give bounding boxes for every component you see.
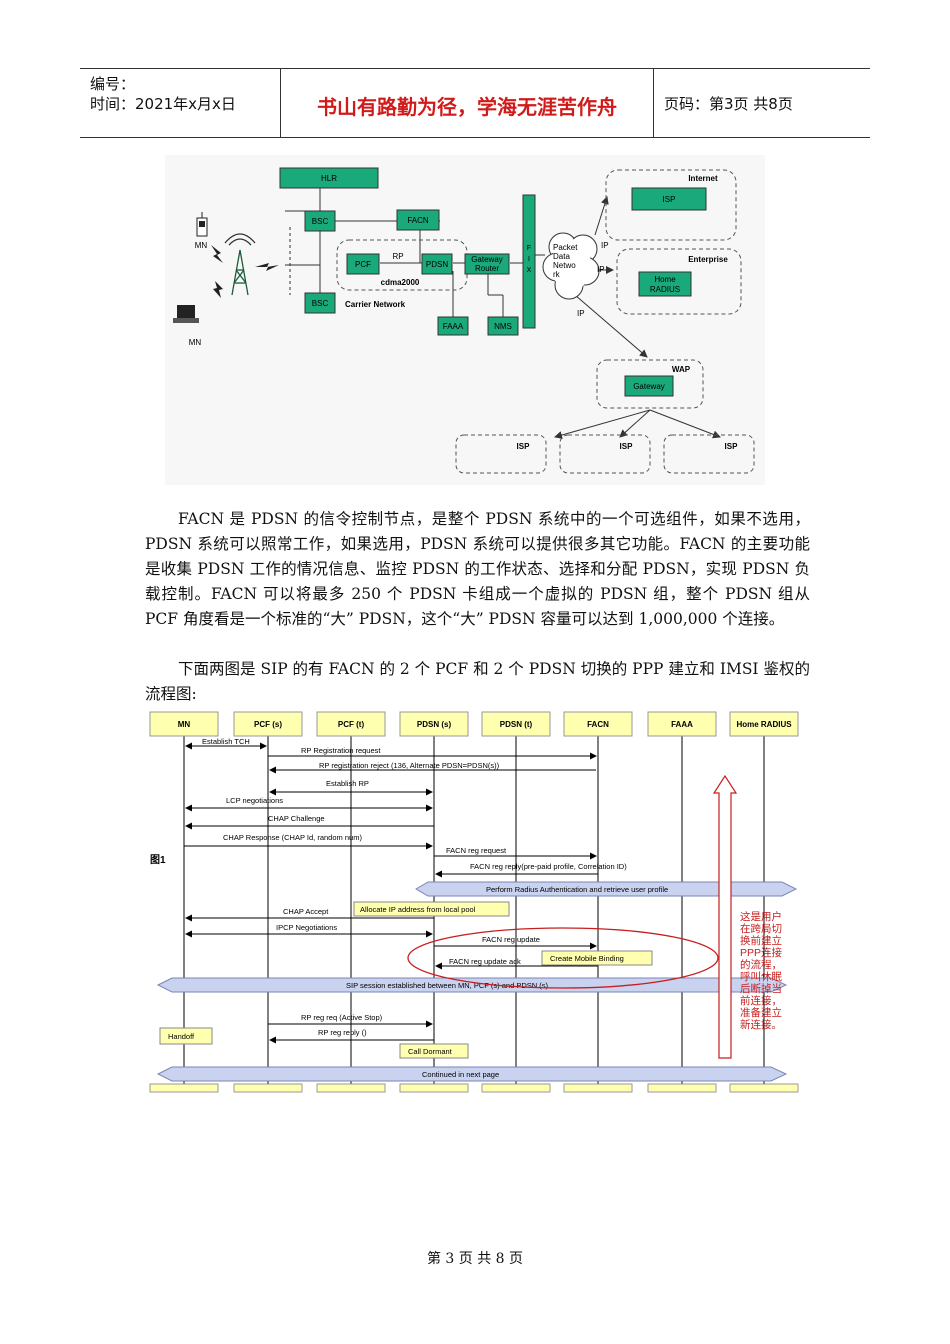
note-create-mobile-binding: Create Mobile Binding <box>550 954 624 963</box>
wap-label: WAP <box>672 365 691 374</box>
msg-sip-session: SIP session established between MN, PCF … <box>346 981 549 990</box>
msg-chap-accept: CHAP Accept <box>283 907 329 916</box>
note-line-10: 新连接。 <box>740 1018 782 1031</box>
note-line-2: 在跨局切 <box>740 923 782 935</box>
msg-rp-reg-reply: RP reg reply () <box>318 1028 367 1037</box>
internet-label: Internet <box>688 174 718 183</box>
nms-label: NMS <box>494 322 512 331</box>
isp-internet-label: ISP <box>663 195 676 204</box>
header-motto: 书山有路勤为径，学海无涯苦作舟 <box>281 91 653 120</box>
gateway-router-label-2: Router <box>475 264 499 273</box>
note-line-8: 前连接， <box>740 994 782 1007</box>
msg-facn-reg-reply: FACN reg reply(pre-paid profile, Correla… <box>470 862 627 871</box>
firewall-label: F <box>527 245 531 252</box>
note-line-5: 的流程， <box>740 958 782 971</box>
packet-network-label-3: Netwo <box>553 261 576 270</box>
carrier-network-label: Carrier Network <box>345 300 406 309</box>
isp-label-3: ISP <box>725 442 739 451</box>
hlr-label: HLR <box>321 174 337 183</box>
msg-facn-reg-update-ack: FACN reg update ack <box>449 957 521 966</box>
note-line-9: 准备建立 <box>740 1006 782 1019</box>
msg-continued: Continued in next page <box>422 1070 499 1079</box>
paragraph-flow-intro: 下面两图是 SIP 的有 FACN 的 2 个 PCF 和 2 个 PDSN 切… <box>145 657 810 707</box>
note-line-3: 换前建立 <box>740 934 782 947</box>
ip-label-2: IP <box>597 265 605 274</box>
note-handoff: Handoff <box>168 1032 195 1041</box>
msg-rp-registration-request: RP Registration request <box>301 746 381 755</box>
header-table: 编号： 时间：2021年x月x日 书山有路勤为径，学海无涯苦作舟 页码：第3页 … <box>80 68 870 138</box>
msg-radius-auth: Perform Radius Authentication and retrie… <box>486 885 668 894</box>
paragraph-facn: FACN 是 PDSN 的信令控制节点，是整个 PDSN 系统中的一个可选组件，… <box>145 507 810 632</box>
facn-label: FACN <box>407 216 429 225</box>
doc-number-label: 编号： <box>90 73 135 94</box>
pdsn-label: PDSN <box>426 260 448 269</box>
msg-establish-tch: Establish TCH <box>202 737 250 746</box>
home-radius-label: Home <box>654 275 676 284</box>
mn-label: MN <box>195 241 208 250</box>
msg-lcp-negotiations: LCP negotiations <box>226 796 283 805</box>
msg-ipcp-negotiations: IPCP Negotiations <box>276 923 337 932</box>
call-flow-diagram: MN PCF (s) PCF (t) PDSN (s) PDSN (t) FAC… <box>146 708 806 1096</box>
entity-mn: MN <box>178 720 191 729</box>
note-call-dormant: Call Dormant <box>408 1047 453 1056</box>
red-up-arrow-icon <box>714 776 736 1058</box>
msg-chap-response: CHAP Response (CHAP Id, random num) <box>223 833 362 842</box>
msg-rp-registration-reject: RP registration reject (136, Alternate P… <box>319 761 500 770</box>
packet-network-label-4: rk <box>553 270 561 279</box>
note-line-4: PPP连接 <box>740 946 783 959</box>
pcf-label: PCF <box>355 260 371 269</box>
entity-faaa: FAAA <box>671 720 693 729</box>
msg-establish-rp: Establish RP <box>326 779 369 788</box>
header-right-cell: 页码：第3页 共8页 <box>654 69 870 137</box>
network-diagram: HLR BSC BSC FACN PCF RP PDSN Gateway Rou… <box>165 155 765 485</box>
enterprise-label: Enterprise <box>688 255 728 264</box>
ip-label: IP <box>601 241 609 250</box>
note-line-7: 后断掉当 <box>740 982 782 995</box>
wap-gateway-label: Gateway <box>633 382 665 391</box>
isp-label-2: ISP <box>620 442 634 451</box>
bsc-label-2: BSC <box>312 299 329 308</box>
entity-pdsn-t: PDSN (t) <box>500 720 533 729</box>
packet-network-label: Packet <box>553 243 578 252</box>
gateway-router-label: Gateway <box>471 255 503 264</box>
entity-pcf-s: PCF (s) <box>254 720 282 729</box>
msg-facn-reg-update: FACN reg update <box>482 935 540 944</box>
msg-rp-reg-req: RP reg req (Active Stop) <box>301 1013 383 1022</box>
entity-pcf-t: PCF (t) <box>338 720 365 729</box>
entity-facn: FACN <box>587 720 609 729</box>
isp-label: ISP <box>517 442 531 451</box>
mn-label-2: MN <box>189 338 202 347</box>
entity-home-radius: Home RADIUS <box>736 720 792 729</box>
firewall-label-2: I <box>528 256 530 263</box>
entity-pdsn-s: PDSN (s) <box>417 720 452 729</box>
note-line-6: 呼叫休眠 <box>740 971 782 983</box>
header-left-cell: 编号： 时间：2021年x月x日 <box>80 69 281 137</box>
note-allocate-ip: Allocate IP address from local pool <box>360 905 476 914</box>
doc-time-label: 时间：2021年x月x日 <box>90 93 236 114</box>
msg-facn-reg-request: FACN reg request <box>446 846 507 855</box>
firewall-label-3: X <box>527 267 532 274</box>
cdma-label: cdma2000 <box>381 278 420 287</box>
home-radius-label-2: RADIUS <box>650 285 680 294</box>
header-center-cell: 书山有路勤为径，学海无涯苦作舟 <box>281 69 654 137</box>
bsc-label: BSC <box>312 217 329 226</box>
ip-label-3: IP <box>577 309 585 318</box>
note-line-1: 这是用户 <box>740 910 782 923</box>
figure-label: 图1 <box>150 854 166 866</box>
rp-label: RP <box>392 252 403 261</box>
faaa-label: FAAA <box>443 322 464 331</box>
page-number-label: 页码：第3页 共8页 <box>664 93 793 114</box>
page-footer: 第 3 页 共 8 页 <box>0 1248 950 1268</box>
msg-chap-challenge: CHAP Challenge <box>268 814 325 823</box>
packet-network-label-2: Data <box>553 252 570 261</box>
